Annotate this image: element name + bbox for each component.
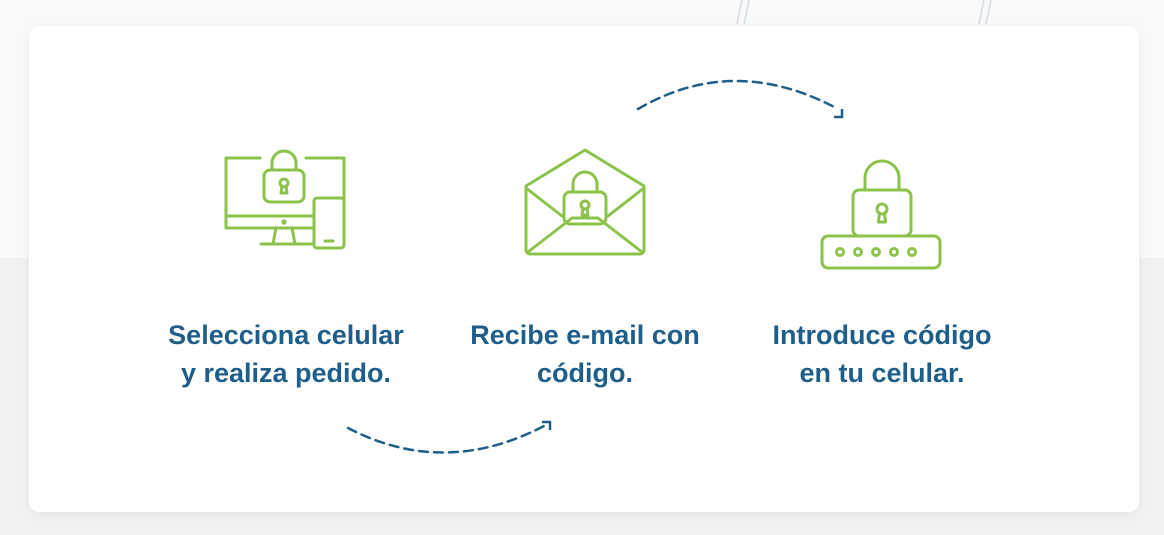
monitor-phone-lock-icon — [224, 149, 346, 250]
caption-line: y realiza pedido. — [180, 358, 392, 388]
caption-line: Selecciona celular — [168, 320, 404, 350]
step-select-phone: Selecciona celular y realiza pedido. — [136, 146, 436, 406]
caption-line: Introduce código — [772, 320, 992, 350]
decorative-slash-lines — [736, 0, 750, 25]
password-lock-icon — [820, 159, 942, 270]
step-receive-email: Recibe e-mail con código. — [435, 146, 735, 406]
decorative-slash-lines — [978, 0, 992, 25]
caption-line: Recibe e-mail con — [470, 320, 700, 350]
steps-card: Selecciona celular y realiza pedido. Rec… — [29, 26, 1139, 512]
caption-line: código. — [537, 358, 633, 388]
step-caption: Recibe e-mail con código. — [435, 316, 735, 392]
dashed-arrow-top — [636, 79, 844, 119]
step-caption: Introduce código en tu celular. — [732, 316, 1032, 392]
step-caption: Selecciona celular y realiza pedido. — [136, 316, 436, 392]
dashed-arrow-bottom — [346, 420, 552, 454]
envelope-lock-icon — [524, 148, 646, 256]
step-enter-code: Introduce código en tu celular. — [732, 146, 1032, 406]
caption-line: en tu celular. — [799, 358, 965, 388]
